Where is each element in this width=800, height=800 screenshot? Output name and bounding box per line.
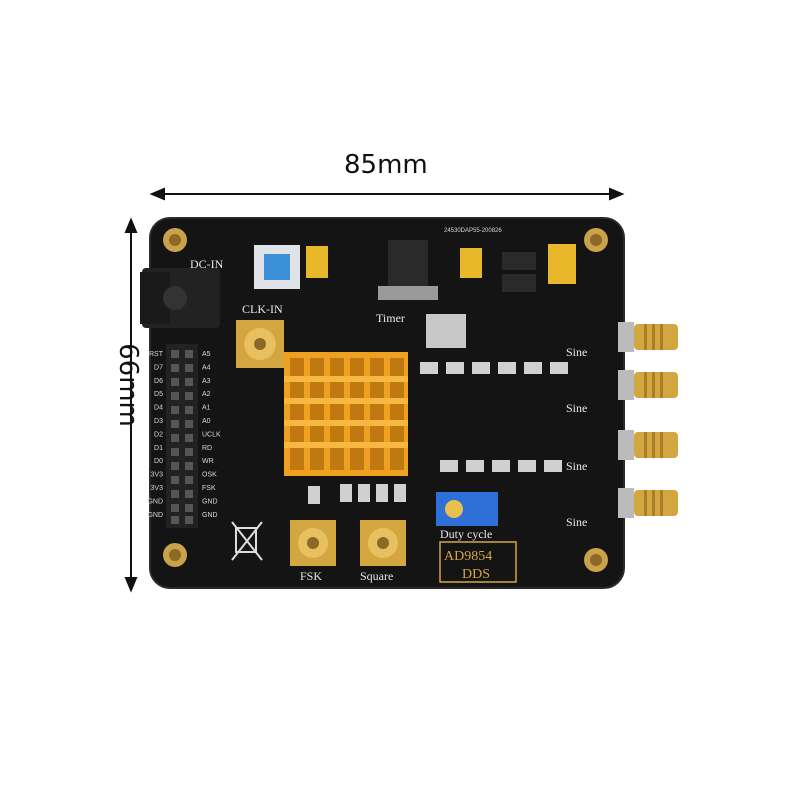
header-pin-label: D6 [154, 378, 163, 385]
pcb-code-label: 24530DAP55-200826 [444, 228, 502, 234]
header-pin-label: GND [202, 498, 218, 505]
sine-sma-2 [618, 370, 678, 400]
sine-sma-3 [618, 430, 678, 460]
header-pin-label: GND [202, 512, 218, 519]
clk-in-sma [236, 320, 284, 368]
header-pin-label: GND [147, 498, 163, 505]
recycle-bin-icon [231, 521, 263, 561]
tantalum-cap [548, 244, 576, 284]
tantalum-cap [460, 248, 482, 278]
duty-cycle-label: Duty cycle [440, 527, 492, 541]
width-arrow [149, 187, 625, 201]
header-pin-label: OSK [202, 472, 217, 479]
chip-label-box [439, 541, 517, 583]
fsk-label: FSK [300, 569, 322, 583]
header-pin-label: D3 [154, 418, 163, 425]
header-pin-label: A1 [202, 405, 211, 412]
smd-components [308, 362, 568, 504]
header-pin-label: A2 [202, 391, 211, 398]
header-pin-label: RST [149, 351, 164, 358]
square-sma [360, 520, 406, 566]
header-pin-label: 3V3 [151, 472, 164, 479]
fsk-sma [290, 520, 336, 566]
sine-sma-4 [618, 488, 678, 518]
dc-jack [140, 268, 220, 328]
header-pin-label: A4 [202, 364, 211, 371]
duty-cycle-potentiometer [436, 492, 498, 526]
header-pin-label: D4 [154, 405, 163, 412]
regulator [388, 240, 428, 290]
chip-sub-label: DDS [462, 567, 490, 582]
dc-in-label: DC-IN [190, 257, 224, 271]
header-pin-label: D2 [154, 431, 163, 438]
header-pin-label: D7 [154, 364, 163, 371]
header-pin-label: A3 [202, 378, 211, 385]
sine-label-1: Sine [566, 345, 587, 359]
heatsink [284, 352, 408, 476]
height-arrow [124, 217, 138, 593]
header-pin-label: A5 [202, 351, 211, 358]
sine-label-2: Sine [566, 401, 587, 415]
header-pin-label: GND [147, 512, 163, 519]
clk-in-label: CLK-IN [242, 302, 283, 316]
header-pin-label: UCLK [202, 431, 221, 438]
header-pin-label: A0 [202, 418, 211, 425]
tantalum-cap [306, 246, 328, 278]
chip-name-label: AD9854 [444, 549, 492, 564]
mounting-screw [163, 228, 608, 572]
sine-sma-1 [618, 322, 678, 352]
header-pin-label: D5 [154, 391, 163, 398]
header-pin-label: RD [202, 445, 212, 452]
sine-label-3: Sine [566, 459, 587, 473]
width-dimension-label: 85mm [344, 150, 428, 180]
header-pin-label: WR [202, 458, 214, 465]
header-pin-label: D1 [154, 445, 163, 452]
square-label: Square [360, 569, 393, 583]
header-pin-label: 3V3 [151, 485, 164, 492]
header-pin-label: D0 [154, 458, 163, 465]
header-pin-label: FSK [202, 485, 216, 492]
timer-label: Timer [376, 311, 405, 325]
sine-label-4: Sine [566, 515, 587, 529]
pin-header [166, 344, 198, 528]
crystal-oscillator [426, 314, 466, 348]
push-button [254, 245, 300, 289]
